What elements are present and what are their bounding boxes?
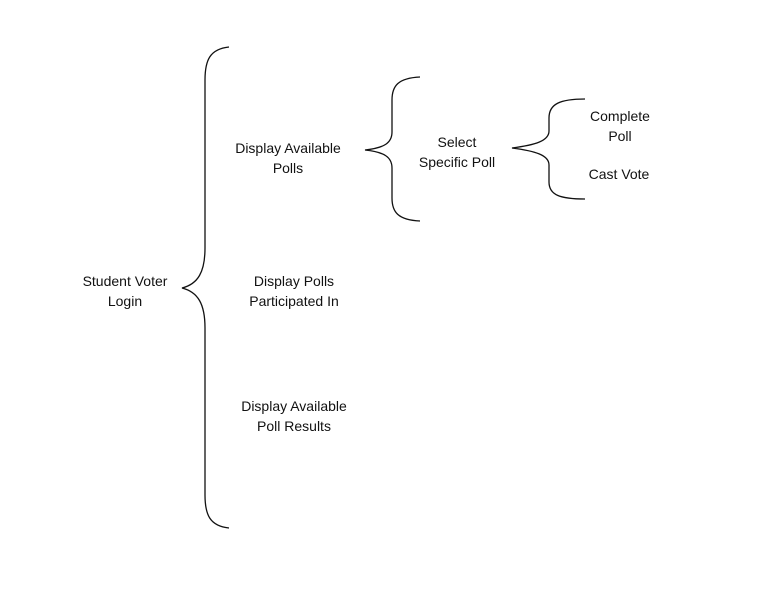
node-line: Select <box>437 134 477 150</box>
node-line: Participated In <box>249 293 339 309</box>
student-voter-login-node: Student Voter Login <box>62 271 188 311</box>
complete-poll-node: Complete Poll <box>570 106 670 146</box>
display-available-poll-results-node: Display Available Poll Results <box>224 396 364 436</box>
cast-vote-node: Cast Vote <box>569 164 669 184</box>
select-specific-poll-node: Select Specific Poll <box>399 132 515 172</box>
node-line: Login <box>107 293 143 309</box>
display-available-polls-node: Display Available Polls <box>218 138 358 178</box>
node-line: Specific Poll <box>418 154 496 170</box>
node-line: Cast Vote <box>588 166 650 182</box>
node-line: Polls <box>272 160 304 176</box>
node-line: Display Available <box>241 398 347 414</box>
node-line: Poll Results <box>257 418 331 434</box>
node-line: Student Voter <box>82 273 168 289</box>
node-line: Display Available <box>235 140 341 156</box>
root-brace <box>181 46 230 529</box>
polls-brace <box>364 76 421 222</box>
display-polls-participated-node: Display Polls Participated In <box>224 271 364 311</box>
node-line: Complete <box>590 108 650 124</box>
node-line: Display Polls <box>253 273 335 289</box>
node-line: Poll <box>608 128 632 144</box>
select-brace <box>511 98 586 200</box>
